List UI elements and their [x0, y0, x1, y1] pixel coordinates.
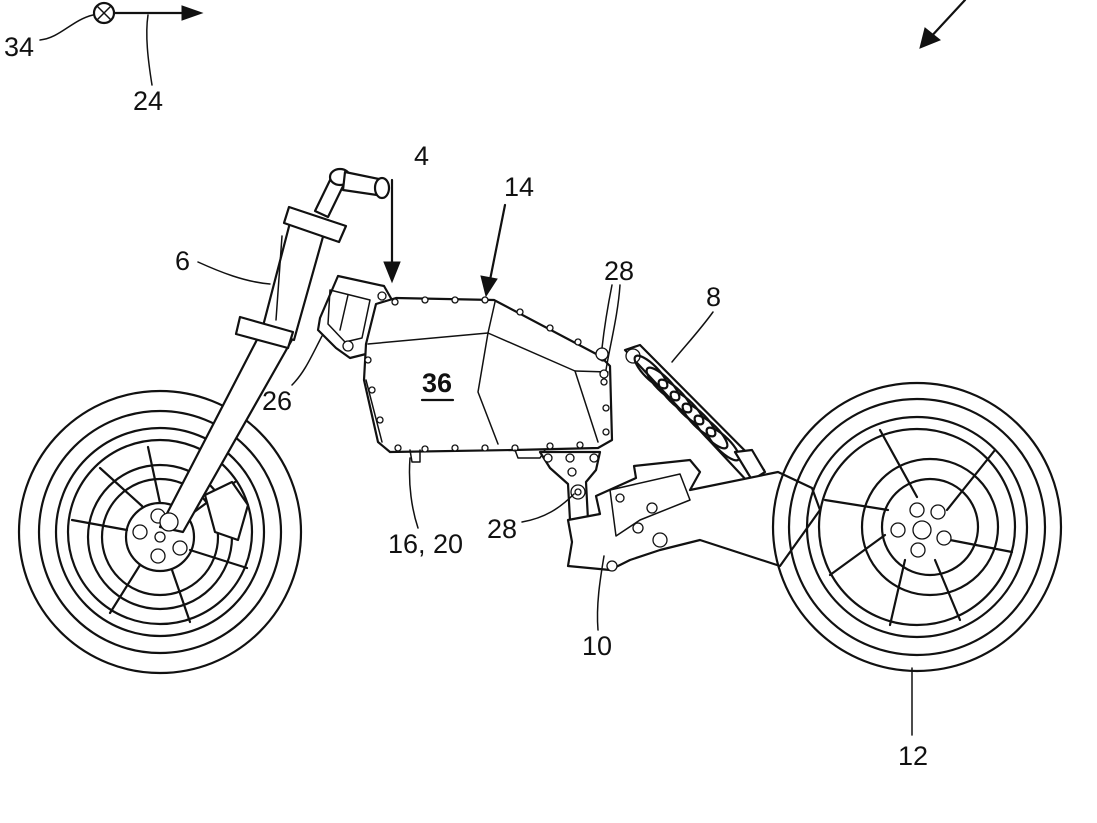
label-ref-4: 4: [414, 141, 429, 171]
label-ref-28-bottom: 28: [487, 514, 517, 544]
label-ref-26: 26: [262, 386, 292, 416]
label-ref-36: 36: [422, 368, 452, 398]
label-ref-24: 24: [133, 86, 163, 116]
rear-wheel: [771, 381, 1063, 673]
label-ref-28-top: 28: [604, 256, 634, 286]
swingarm: [566, 458, 822, 572]
front-fork: [158, 167, 391, 534]
shock-absorber: [623, 343, 767, 484]
view-direction-arrow: [919, 0, 967, 49]
label-ref-6: 6: [175, 246, 190, 276]
label-ref-8: 8: [706, 282, 721, 312]
battery-housing: [362, 296, 614, 463]
leader-lines: [197, 178, 913, 736]
label-ref-10: 10: [582, 631, 612, 661]
label-ref-16-20: 16, 20: [388, 529, 463, 559]
label-ref-12: 12: [898, 741, 928, 771]
front-wheel: [17, 389, 303, 675]
label-ref-34: 34: [4, 32, 34, 62]
label-ref-14: 14: [504, 172, 534, 202]
lower-bracket: [538, 450, 602, 522]
coordinate-symbol: [39, 1, 204, 86]
housing-fasteners: [364, 296, 610, 453]
